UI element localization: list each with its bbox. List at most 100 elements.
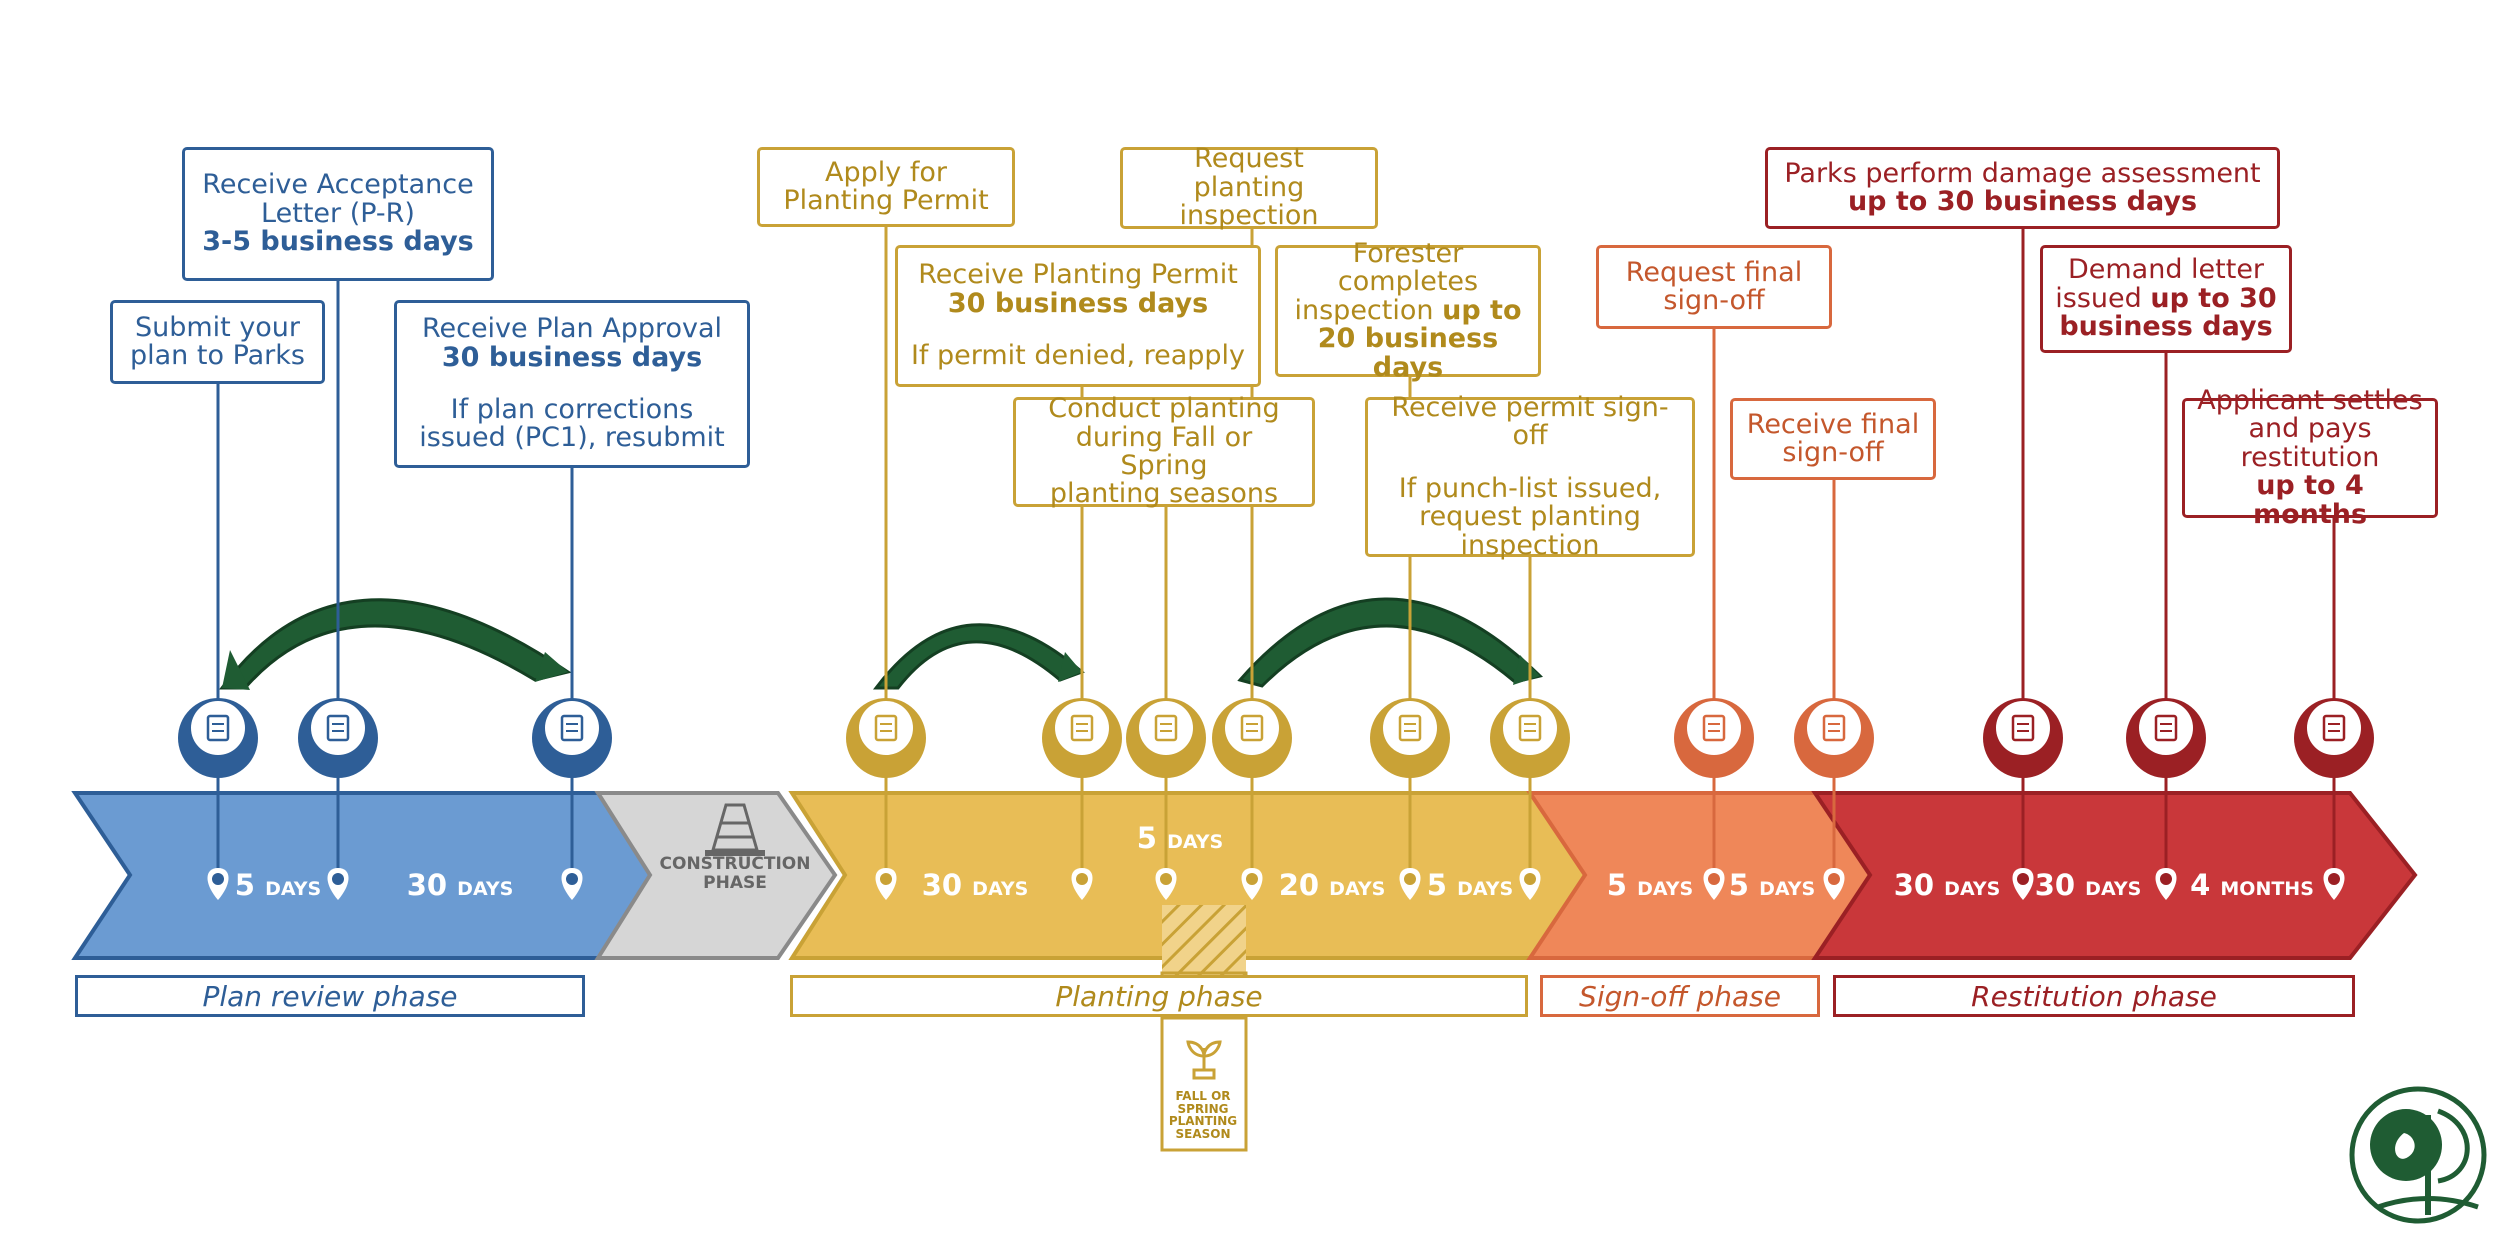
- box-submit-plan: Submit your plan to Parks: [110, 300, 325, 384]
- submit-plan-line1: Submit your: [134, 311, 301, 343]
- acceptance-duration: 3-5 business days: [202, 226, 474, 258]
- milestone-pin: [2012, 868, 2034, 900]
- apply-permit-line1: Apply for: [825, 156, 947, 188]
- box-damage-assessment: Parks perform damage assessment up to 30…: [1765, 147, 2280, 229]
- receive-permit-line2: If permit denied, reapply: [910, 340, 1246, 372]
- traffic-cone-icon: [705, 803, 765, 856]
- forester-line1: Forester: [1352, 238, 1464, 270]
- demand-letter-line1: Demand letter: [2067, 254, 2265, 286]
- duration-planting-2: 5 DAYS: [1136, 821, 1224, 855]
- milestone-pin: [1519, 868, 1541, 900]
- conduct-planting-line3: planting seasons: [1049, 478, 1279, 510]
- restitution-phase-label: Restitution phase: [1833, 975, 2355, 1017]
- milestone-pin: [875, 868, 897, 900]
- reinspect-arc: [1237, 597, 1543, 688]
- box-apply-permit: Apply for Planting Permit: [757, 147, 1015, 227]
- demand-letter-duration: business days: [2059, 311, 2273, 343]
- box-demand-letter: Demand letter issued up to 30 business d…: [2040, 245, 2292, 353]
- box-plan-approval: Receive Plan Approval 30 business days I…: [394, 300, 750, 468]
- restitution-line2: and pays restitution: [2240, 413, 2380, 473]
- milestone-pin: [1155, 868, 1177, 900]
- conduct-planting-line1: Conduct planting: [1048, 393, 1280, 425]
- damage-assessment-duration: up to 30 business days: [1847, 186, 2198, 217]
- checklist-icon: [1490, 698, 1570, 778]
- request-inspection-line2: inspection: [1179, 200, 1319, 232]
- milestone-pin: [1823, 868, 1845, 900]
- request-final-line2: sign-off: [1663, 285, 1765, 316]
- magnifier-icon: [1370, 698, 1450, 778]
- alert-icon: [1983, 698, 2063, 778]
- duration-plan-1: 5 DAYS: [234, 868, 322, 902]
- forester-line2: completes: [1337, 266, 1479, 298]
- duration-restitution-3: 4 MONTHS: [2190, 868, 2314, 902]
- sprout-icon: [1186, 1040, 1222, 1080]
- permit-signoff-line4: inspection: [1460, 529, 1600, 561]
- box-request-inspection: Request planting inspection: [1120, 143, 1378, 232]
- stamp-icon: [1794, 698, 1874, 778]
- box-conduct-planting: Conduct planting during Fall or Spring p…: [1013, 393, 1315, 510]
- receive-final-line2: sign-off: [1782, 437, 1884, 468]
- acceptance-line2: Letter (P-R): [261, 197, 415, 229]
- permit-signoff-line3: request planting: [1419, 501, 1641, 533]
- milestone-pin: [2155, 868, 2177, 900]
- box-receive-final: Receive final sign-off: [1730, 398, 1936, 480]
- envelope-icon: [298, 698, 378, 778]
- reapply-arc: [872, 623, 1085, 690]
- duration-planting-4: 5 DAYS: [1426, 868, 1514, 902]
- forester-line3: inspection: [1294, 294, 1434, 326]
- duration-restitution-2: 30 DAYS: [2034, 868, 2142, 902]
- planting-hand-icon: [1126, 698, 1206, 778]
- award-icon: [1042, 698, 1122, 778]
- forester-duration: 20 business days: [1317, 323, 1499, 383]
- duration-restitution-1: 30 DAYS: [1893, 868, 2001, 902]
- duration-plan-2: 30 DAYS: [406, 868, 514, 902]
- permit-signoff-line2: If punch-list issued,: [1398, 472, 1662, 504]
- receive-permit-duration: 30 business days: [947, 287, 1209, 319]
- milestone-pin: [2323, 868, 2345, 900]
- planting-phase-label: Planting phase: [790, 975, 1528, 1017]
- approval-icon: [532, 698, 612, 778]
- milestone-pin: [207, 868, 229, 900]
- planting-season-band: [1162, 905, 1246, 973]
- box-request-final: Request final sign-off: [1596, 245, 1832, 329]
- receive-final-line1: Receive final: [1746, 408, 1920, 440]
- forester-duration-prefix: up to: [1442, 294, 1522, 326]
- construction-phase-label: CONSTRUCTION PHASE: [659, 854, 811, 893]
- payment-hand-icon: [2294, 698, 2374, 778]
- milestone-pin: [327, 868, 349, 900]
- conduct-planting-line2: during Fall or Spring: [1075, 421, 1253, 481]
- restitution-chevron: [1811, 791, 2418, 960]
- milestone-pin: [1399, 868, 1421, 900]
- milestone-pin: [1241, 868, 1263, 900]
- box-acceptance-letter: Receive Acceptance Letter (P-R) 3-5 busi…: [182, 147, 494, 281]
- request-inspection-line1: Request planting: [1193, 143, 1305, 203]
- duration-signoff-2: 5 DAYS: [1728, 868, 1816, 902]
- resubmit-arc: [219, 598, 572, 690]
- damage-assessment-line1: Parks perform damage assessment: [1784, 157, 2261, 189]
- request-final-line1: Request final: [1625, 256, 1803, 288]
- plan-approval-line2: If plan corrections: [450, 394, 694, 425]
- acceptance-line1: Receive Acceptance: [202, 169, 474, 201]
- box-permit-signoff: Receive permit sign-off If punch-list is…: [1365, 392, 1695, 561]
- receive-permit-line1: Receive Planting Permit: [918, 259, 1238, 291]
- duration-planting-1: 30 DAYS: [921, 868, 1029, 902]
- demand-letter-duration-prefix: up to 30: [2150, 282, 2277, 314]
- planting-season-label: FALL OR SPRING PLANTING SEASON: [1168, 1089, 1238, 1141]
- construction-chevron: [594, 791, 838, 960]
- plan-approval-line1: Receive Plan Approval: [421, 313, 723, 345]
- demand-letter-line2: issued: [2055, 282, 2142, 314]
- permit-signoff-line1: Receive permit sign-off: [1391, 392, 1669, 452]
- box-restitution: Applicant settles and pays restitution u…: [2182, 386, 2438, 528]
- plan-approval-duration: 30 business days: [441, 341, 703, 373]
- duration-planting-3: 20 DAYS: [1278, 868, 1386, 902]
- milestone-pin: [1703, 868, 1725, 900]
- submit-plan-line2: plan to Parks: [130, 340, 305, 371]
- signoff-phase-label: Sign-off phase: [1540, 975, 1820, 1017]
- apply-permit-line2: Planting Permit: [783, 185, 989, 216]
- restitution-duration: up to 4 months: [2252, 470, 2368, 530]
- milestone-pin: [1071, 868, 1093, 900]
- inspection-icon: [1212, 698, 1292, 778]
- box-receive-permit: Receive Planting Permit 30 business days…: [895, 245, 1261, 387]
- document-icon: [178, 698, 258, 778]
- plan-approval-line3: issued (PC1), resubmit: [419, 422, 725, 454]
